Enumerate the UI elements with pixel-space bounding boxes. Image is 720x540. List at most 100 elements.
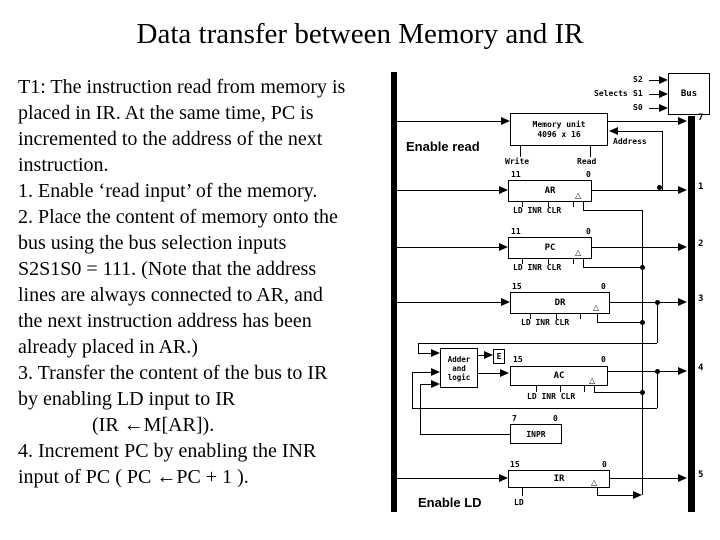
arrowhead-icon (678, 474, 687, 482)
inpr-lo-bit: 0 (553, 414, 558, 423)
register-name: AR (544, 186, 556, 196)
register-box-ar: AR (508, 180, 592, 202)
wire (573, 259, 574, 264)
arrowhead-icon (678, 117, 687, 125)
register-box-ac: AC (510, 366, 608, 386)
body-text: T1: The instruction read from memory is … (18, 74, 396, 490)
register-hi-bit: 15 (510, 460, 520, 469)
arrowhead-icon (678, 298, 687, 306)
bus-line-number: 3 (698, 294, 704, 304)
wire (592, 247, 678, 248)
wire (590, 146, 591, 157)
wire (592, 190, 678, 191)
arrowhead-icon (500, 369, 509, 377)
page-title: Data transfer between Memory and IR (136, 18, 584, 50)
wire (662, 131, 663, 190)
memory-unit-box: Memory unit 4096 x 16 (510, 113, 608, 146)
register-hi-bit: 11 (511, 227, 521, 236)
wire (397, 121, 501, 122)
wire (597, 488, 598, 495)
clock-triangle-icon: △ (591, 478, 598, 487)
register-lo-bit: 0 (601, 355, 606, 364)
register-controls: LD (514, 498, 524, 507)
register-lo-bit: 0 (602, 460, 607, 469)
register-controls: LD INR CLR (527, 392, 576, 401)
junction-dot (640, 265, 645, 270)
arrowhead-icon (499, 474, 508, 482)
register-name: AC (553, 371, 565, 381)
wire (420, 384, 434, 385)
wire (418, 343, 657, 344)
body-line: S2S1S0 = 111. (Note that the address (18, 258, 317, 280)
bus-line-number: 7 (698, 113, 704, 123)
body-line: the next instruction address has been (18, 310, 312, 332)
wire (560, 386, 561, 392)
wire (412, 372, 413, 408)
arrowhead-icon (484, 351, 493, 359)
arrowhead-icon (609, 127, 618, 135)
arrowhead-icon (431, 380, 440, 388)
clock-triangle-icon: △ (593, 303, 600, 312)
wire (478, 373, 500, 374)
wire (649, 108, 660, 109)
memory-unit-label: Memory unit (532, 119, 586, 129)
bus-box: Bus (668, 73, 710, 115)
register-name: IR (553, 474, 565, 484)
arrowhead-icon (501, 298, 510, 306)
wire (583, 267, 642, 268)
wire (583, 259, 584, 267)
wire (649, 80, 660, 81)
body-line: already placed in AR.) (18, 336, 198, 358)
body-line: 4. Increment PC by enabling the INR (18, 440, 317, 462)
junction-dot (657, 185, 662, 190)
select-s2-label: S2 (633, 75, 643, 84)
body-line: 3. Transfer the content of the bus to IR (18, 362, 328, 384)
arrowhead-icon (659, 90, 668, 98)
wire (418, 353, 432, 354)
body-line: T1: The instruction read from memory is (18, 76, 346, 98)
register-lo-bit: 0 (586, 170, 591, 179)
wire (536, 386, 537, 392)
wire (583, 210, 642, 211)
bus-box-label: Bus (680, 89, 698, 99)
wire (597, 495, 633, 496)
read-label: Read (577, 157, 597, 166)
arrowhead-icon (431, 368, 440, 376)
arrowhead-icon (633, 491, 642, 499)
inpr-box: INPR (510, 424, 562, 444)
register-lo-bit: 0 (601, 282, 606, 291)
wire (610, 302, 678, 303)
wire (597, 314, 598, 322)
memory-size-label: 4096 x 16 (537, 129, 581, 139)
wire (556, 314, 557, 319)
bus-line-number: 5 (698, 470, 704, 480)
inpr-label: INPR (526, 429, 546, 439)
arrowhead-icon (499, 243, 508, 251)
wire (397, 247, 499, 248)
clock-triangle-icon: △ (575, 248, 582, 257)
bus-return-bar (391, 72, 397, 512)
bus-line-number: 1 (698, 182, 704, 192)
adder-label: Adder (447, 354, 471, 364)
enable-read-label: Enable read (406, 139, 480, 154)
register-lo-bit: 0 (586, 227, 591, 236)
body-line: incremented to the address of the next (18, 128, 323, 150)
clock-triangle-icon: △ (575, 191, 582, 200)
wire (594, 392, 642, 393)
body-line: 2. Place the content of memory onto the (18, 206, 338, 228)
body-line: 1. Enable ‘read input’ of the memory. (18, 180, 318, 202)
selects-label: Selects (594, 89, 628, 98)
body-line: instruction. (18, 154, 109, 176)
body-line: bus using the bus selection inputs (18, 232, 287, 254)
adder-logic-box: Adder and logic (440, 348, 478, 388)
wire (548, 259, 549, 264)
wire (420, 384, 421, 434)
wire (594, 386, 595, 392)
wire (397, 478, 499, 479)
wire (478, 355, 485, 356)
wire (397, 302, 501, 303)
register-hi-bit: 11 (511, 170, 521, 179)
register-controls: LD INR CLR (521, 318, 570, 327)
wire (520, 146, 521, 157)
